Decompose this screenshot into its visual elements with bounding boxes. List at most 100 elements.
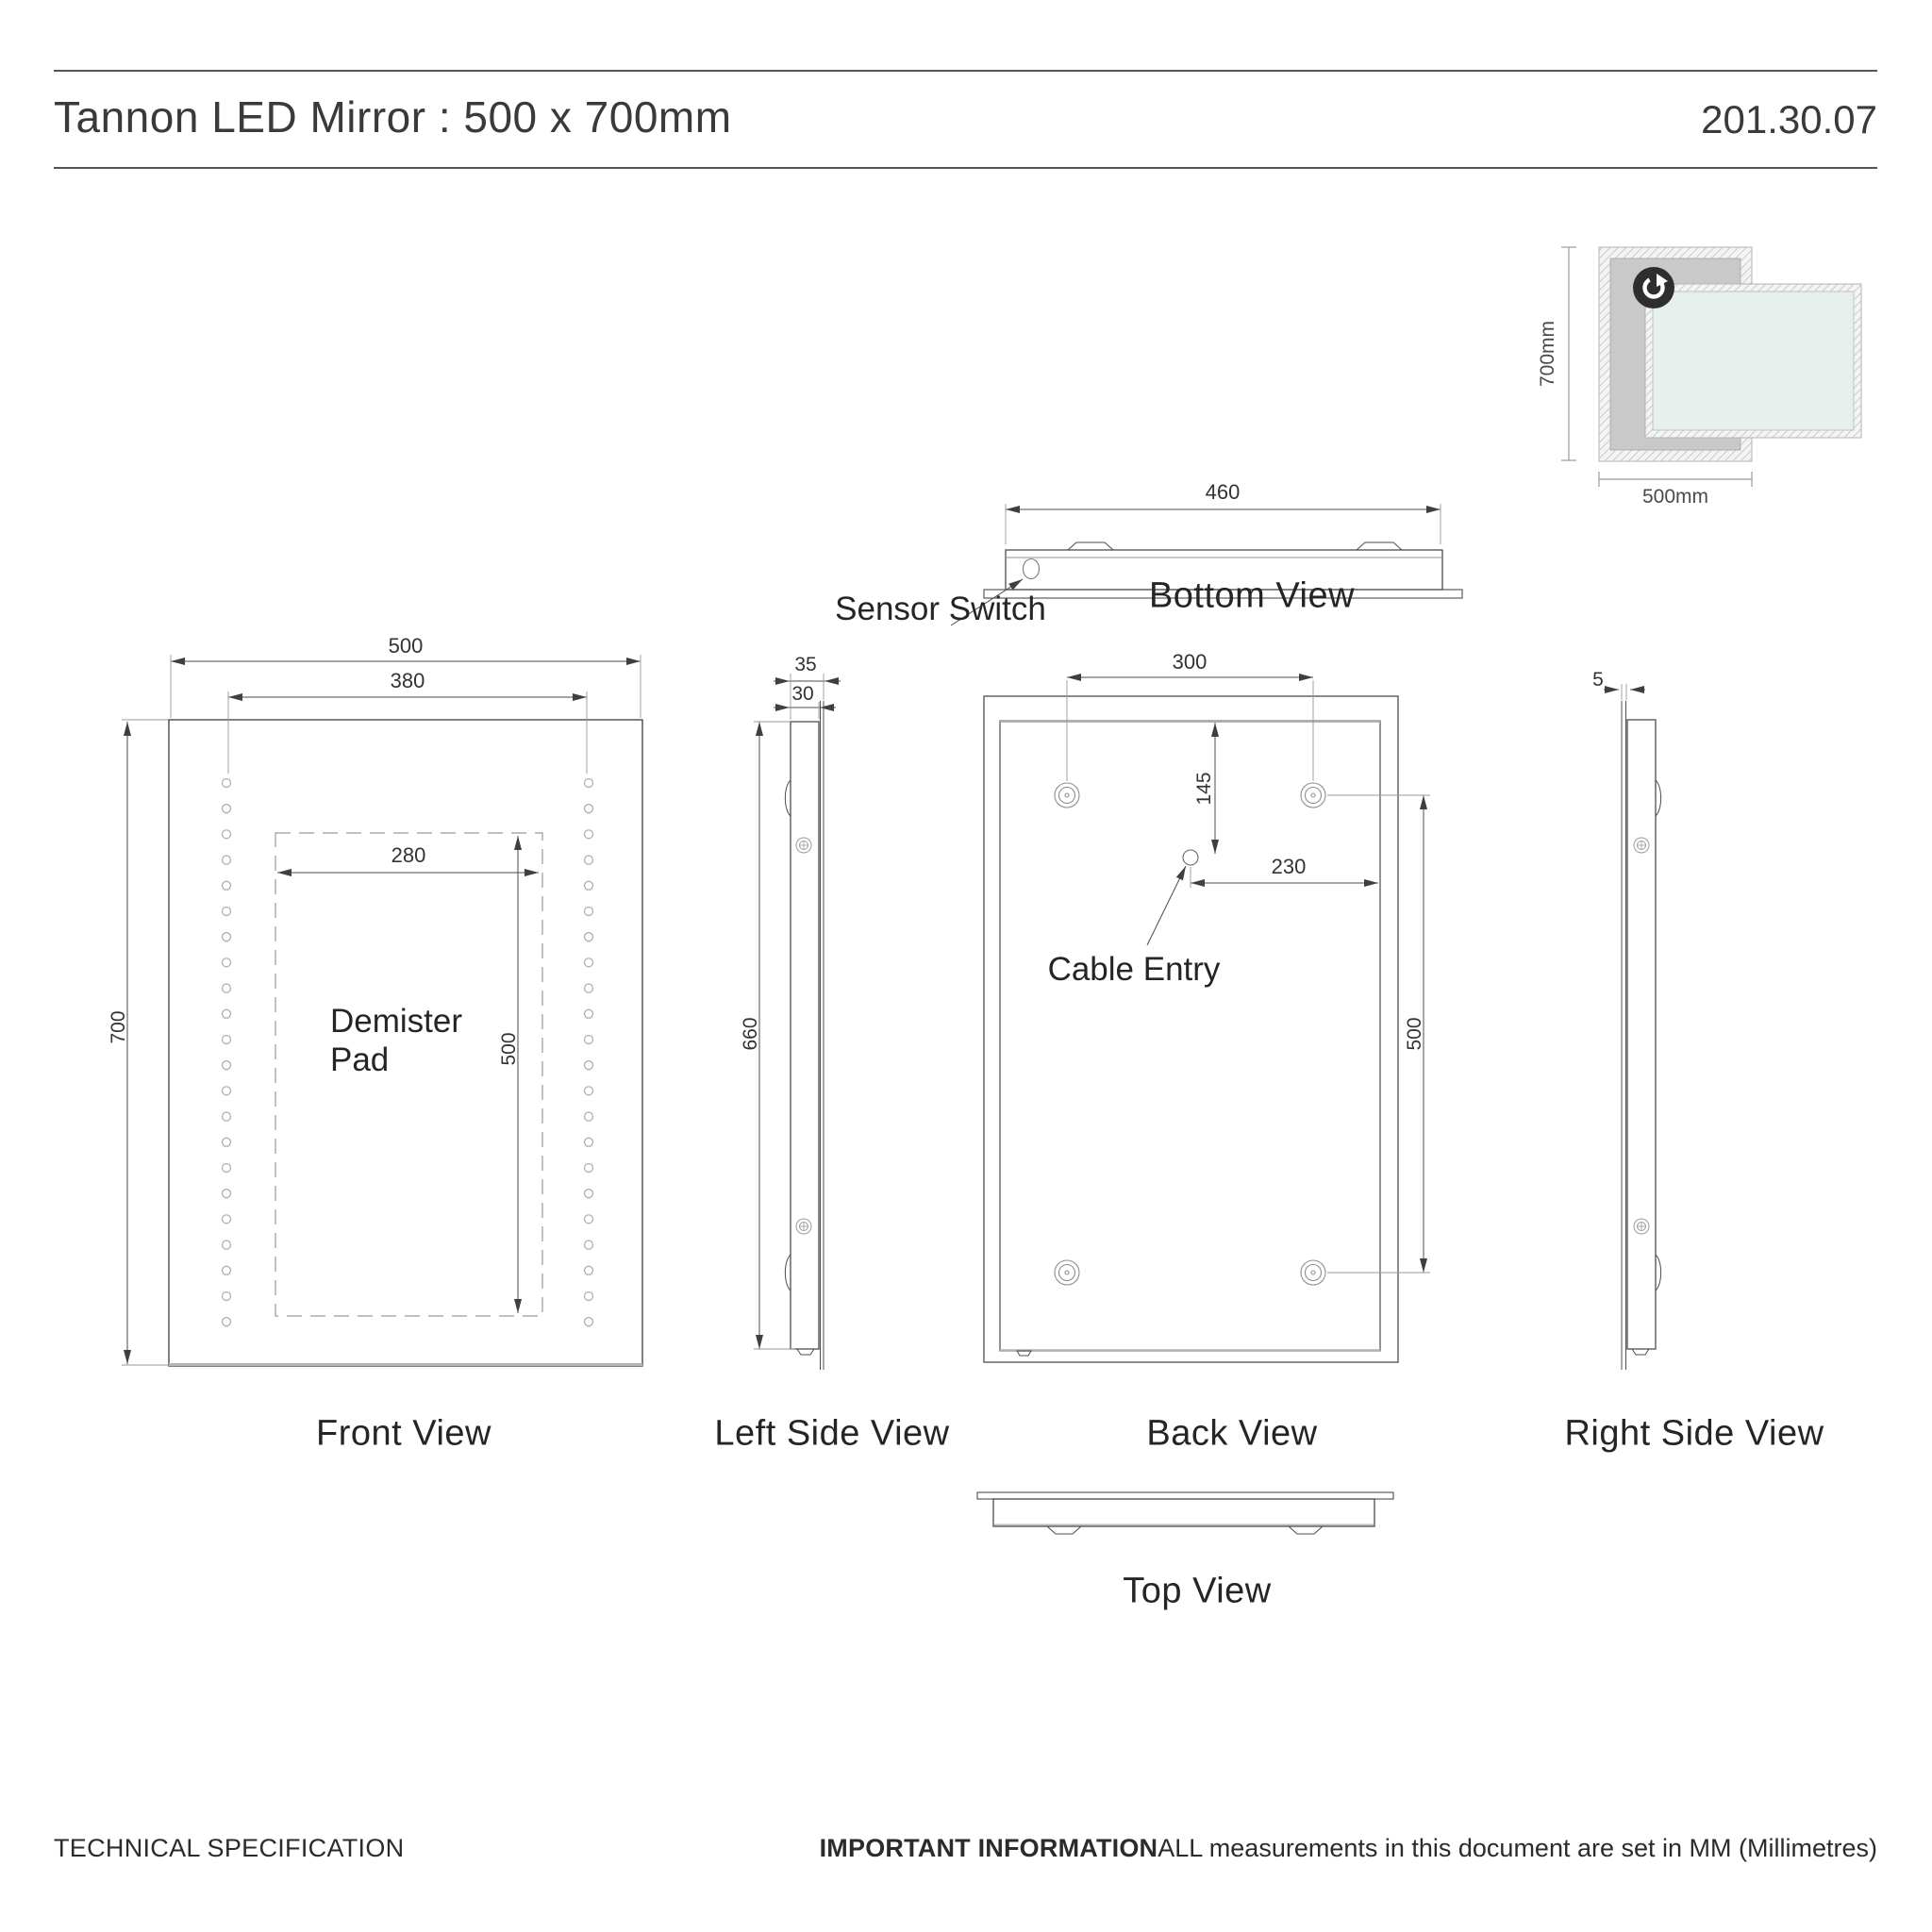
dim-35: 35 [794,654,817,675]
bracket-bump [1287,1525,1324,1535]
demister-pad-outline [275,832,543,1317]
right-side-view-drawing [1604,684,1662,1370]
led-dot [221,983,232,993]
left-view-body [790,721,820,1350]
foot-tab [1631,1348,1650,1356]
led-dot [221,1086,232,1096]
led-dot [583,804,594,814]
led-dot [583,777,594,789]
back-view-drawing [983,674,1430,1363]
led-dot [583,1162,594,1174]
foot-tab [796,1348,815,1356]
thumb-width-dim [1598,472,1753,487]
page-title: Tannon LED Mirror : 500 x 700mm [54,92,732,142]
keyhole-mount [1054,782,1326,1286]
footer-important-note: IMPORTANT INFORMATIONALL measurements in… [820,1834,1877,1863]
led-dot [221,1162,232,1174]
dim-500-pad-height: 500 [498,1032,520,1066]
top-view-body [992,1498,1375,1527]
bracket-bump-side [1655,779,1662,817]
front-view-drawing [122,655,643,1367]
header-rule-bottom [54,167,1877,169]
left-side-view-title: Left Side View [714,1413,950,1454]
led-dot [221,1137,232,1147]
led-dot [221,1060,232,1071]
screw-icon [1633,837,1650,854]
led-dot [583,1265,594,1275]
bracket-bump [1355,541,1404,551]
led-dot [221,804,232,814]
led-dot [583,1034,594,1045]
bottom-view-glass-plate [983,589,1463,599]
led-dot [583,829,594,840]
bracket-bump-side [784,779,791,817]
back-view-glass [983,695,1399,1363]
led-dot [583,1214,594,1224]
back-view-body [999,720,1381,1352]
led-dot [583,1189,594,1199]
led-dot [221,1008,232,1019]
led-dots [221,777,594,1327]
front-view-title: Front View [316,1413,491,1454]
dim-230: 230 [1271,855,1307,878]
dim-500-width: 500 [388,634,424,658]
bracket-bump [1066,541,1115,551]
dim-5: 5 [1592,669,1604,691]
thumb-height-dim [1561,246,1576,461]
bottom-view-drawing [950,504,1463,626]
right-side-view-title: Right Side View [1564,1413,1824,1454]
sensor-leader-arrow [950,578,1024,626]
thumb-glass-pane [1652,291,1855,431]
led-dot [583,1291,594,1302]
led-dot [221,1317,232,1327]
right-view-body [1626,719,1657,1350]
doc-number: 201.30.07 [1701,97,1877,142]
top-view-drawing [976,1491,1394,1535]
led-dot [583,906,594,917]
dim-460: 460 [1205,480,1241,504]
sensor-switch-label: Sensor Switch [835,591,1046,627]
led-dot [583,1060,594,1071]
led-dot [583,1111,594,1122]
dim-300: 300 [1172,650,1208,674]
dim-660: 660 [740,1017,761,1051]
thumb-width-label: 500mm [1641,486,1709,508]
demister-pad-label: Demister Pad [330,1003,463,1078]
bracket-bump [1045,1525,1083,1535]
led-dot [583,1317,594,1327]
left-side-view-drawing [754,674,841,1370]
led-dot [221,1189,232,1199]
product-thumbnail [1561,246,1862,487]
led-dot [221,906,232,917]
thumb-height-label: 700mm [1537,320,1558,388]
led-dot [583,983,594,993]
screw-icon [795,1218,812,1235]
led-dot [221,777,232,789]
dim-145: 145 [1193,772,1215,806]
led-dot [221,1291,232,1302]
led-dot [221,880,232,891]
rotate-icon [1633,267,1674,308]
led-dot [221,932,232,942]
bottom-notch [1016,1350,1032,1357]
dim-500-hole-spacing: 500 [1404,1017,1425,1051]
dim-30: 30 [791,683,814,705]
cable-entry-label: Cable Entry [1047,951,1221,988]
led-dot [221,855,232,865]
top-view-glass-plate [976,1491,1394,1500]
led-dot [221,1265,232,1275]
led-dot [583,932,594,942]
screw-icon [1633,1218,1650,1235]
led-dot [583,1137,594,1147]
led-dot [221,829,232,840]
sensor-switch-hole [1022,558,1041,580]
header-rule-top [54,70,1877,72]
led-dot [583,958,594,968]
dim-380: 380 [390,669,425,692]
led-dot [221,1214,232,1224]
led-dot [583,880,594,891]
footer-important-text: ALL measurements in this document are se… [1158,1834,1877,1862]
led-dot [583,1086,594,1096]
